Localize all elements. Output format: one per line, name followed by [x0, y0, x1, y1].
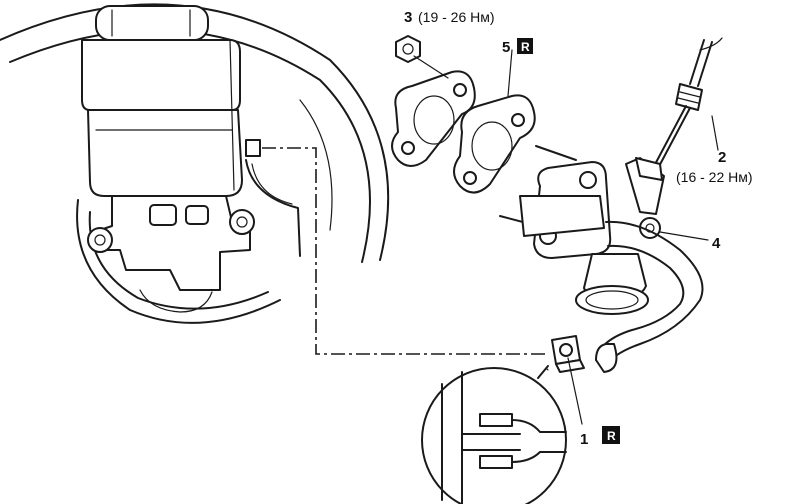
- svg-text:R: R: [521, 40, 530, 54]
- callout-4-number: 4: [712, 235, 721, 252]
- reservoir-body: [87, 109, 243, 197]
- reservoir: [81, 5, 301, 257]
- callout-3-torque: (19 - 26 Нм): [418, 9, 495, 25]
- mounting-nut-left: [87, 227, 113, 253]
- callout-5-badge: R: [517, 38, 533, 54]
- callout-3-number: 3: [404, 9, 412, 26]
- callout-5-number: 5: [502, 39, 510, 56]
- flare-nut-2: [675, 83, 703, 111]
- brake-hose: [595, 220, 704, 373]
- sensor-1: [551, 335, 585, 373]
- reservoir-cap: [95, 5, 209, 41]
- callout-1-badge: R: [602, 426, 620, 444]
- stud-upper: [535, 145, 577, 161]
- svg-text:R: R: [607, 429, 616, 443]
- nut-3: [395, 35, 449, 79]
- master-cylinder-body: [87, 195, 255, 313]
- gasket-rear: [453, 94, 536, 194]
- leader-line: [262, 147, 548, 355]
- callout-2-torque: (16 - 22 Нм): [676, 169, 753, 185]
- detail-view: [421, 357, 583, 504]
- detail-circle: [421, 367, 567, 504]
- valve-cap: [575, 285, 649, 315]
- brake-line: [635, 37, 723, 181]
- mounting-nut-right: [229, 209, 255, 235]
- callout-2-number: 2: [718, 149, 726, 166]
- reservoir-upper: [81, 39, 241, 111]
- valve-assembly: [519, 157, 665, 315]
- gasket-front: [391, 70, 476, 167]
- callout-1-number: 1: [580, 431, 588, 448]
- fluid-level-connector: [245, 139, 261, 157]
